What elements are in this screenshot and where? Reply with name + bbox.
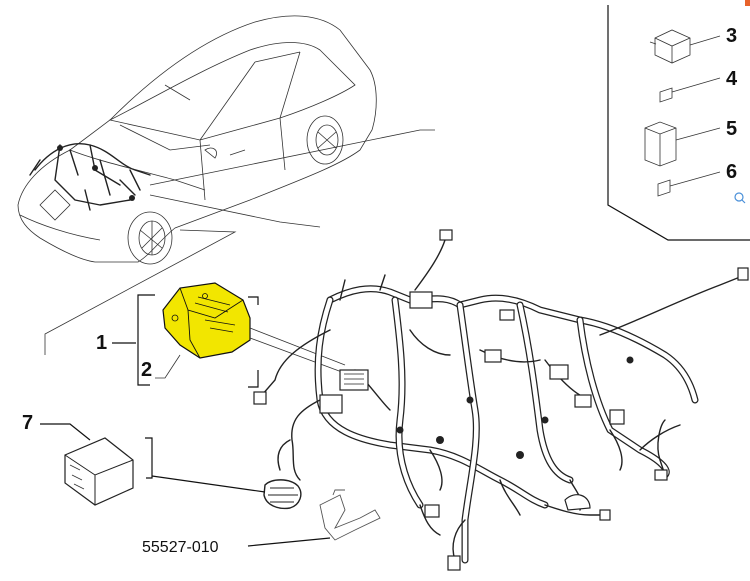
fuse-box-group: 1 2 xyxy=(96,282,351,388)
relay-part-5 xyxy=(644,121,721,167)
callout-6: 6 xyxy=(726,161,737,183)
module-part-7: 7 xyxy=(22,412,134,506)
grommet-connector xyxy=(145,437,302,510)
bracket-part: 55527-010 xyxy=(142,489,381,556)
callout-2: 2 xyxy=(141,359,152,381)
corner-badge xyxy=(745,0,750,6)
callout-1: 1 xyxy=(96,332,107,354)
part-number-label: 55527-010 xyxy=(142,539,219,556)
callout-4: 4 xyxy=(726,68,738,90)
relay-part-3 xyxy=(649,29,721,64)
dashboard-harness xyxy=(253,229,749,571)
fuse-part-6 xyxy=(657,171,721,197)
fuse-part-4 xyxy=(659,77,721,103)
zoom-icon[interactable] xyxy=(734,192,746,204)
car-illustration xyxy=(17,15,435,355)
callout-7: 7 xyxy=(22,412,33,434)
callout-3: 3 xyxy=(726,25,737,47)
fuse-box-cover xyxy=(162,282,251,359)
callout-5: 5 xyxy=(726,118,737,140)
relay-parts-panel: 3 4 5 6 xyxy=(607,0,750,241)
